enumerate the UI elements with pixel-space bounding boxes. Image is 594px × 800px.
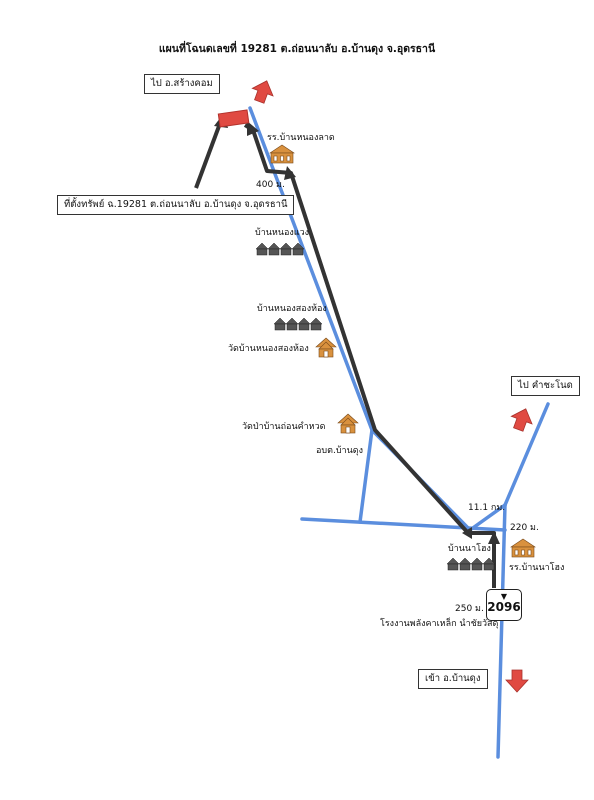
destination-box-kham-cha-ai: ไป คำชะโนด xyxy=(511,376,580,396)
label-village-nong-song-hong: บ้านหนองสองห้อง xyxy=(257,304,327,314)
route-number: 2096 xyxy=(487,600,521,614)
property-marker-icon xyxy=(217,109,250,128)
road-branch-1 xyxy=(358,428,374,524)
label-distance-250m: 250 ม. xyxy=(455,604,484,614)
arrow-icon xyxy=(510,408,533,432)
map-title: แผนที่โฉนดเลขที่ 19281 ต.ถ่อนนาลับ อ.บ้า… xyxy=(158,43,436,55)
shield-emblem-icon: ▼ xyxy=(500,592,508,601)
destination-box-sawang-khom: ไป อ.สร้างคอม xyxy=(144,74,220,94)
school-icon xyxy=(510,538,536,558)
temple-icon xyxy=(315,337,337,358)
label-factory: โรงงานพลังคาเหล็ก นำชัยวัสดุ xyxy=(380,619,499,629)
property-location-box: ที่ตั้งทรัพย์ ฉ.19281 ต.ถ่อนนาลับ อ.บ้าน… xyxy=(57,195,295,215)
label-school-na-hong: รร.บ้านนาโฮง xyxy=(509,563,565,573)
arrow-icon xyxy=(247,121,259,136)
arrow-icon xyxy=(462,527,472,539)
arrow-icon xyxy=(251,80,274,104)
label-distance-220m: 220 ม. xyxy=(510,523,539,533)
label-village-nong-waeng: บ้านหนองแวง xyxy=(255,228,310,238)
temple-icon xyxy=(337,413,359,434)
destination-box-ban-dung: เข้า อ.บ้านดุง xyxy=(418,669,488,689)
label-temple-nong-song-hong: วัดบ้านหนองสองห้อง xyxy=(228,344,309,354)
arrow-icon xyxy=(284,166,296,180)
direction-arrows xyxy=(251,80,533,693)
label-distance-400m: 400 ม. xyxy=(256,180,285,190)
school-icon xyxy=(269,144,295,164)
arrow-icon xyxy=(488,531,500,544)
label-temple-thon-kham-huat: วัดป่าบ้านถ่อนคำหวด xyxy=(242,422,326,432)
road-branch-2 xyxy=(468,503,507,532)
route-arrowheads xyxy=(214,113,500,544)
label-tambon-office: อบต.บ้านดุง xyxy=(316,446,363,456)
road-to-kham-cha-ai xyxy=(503,402,550,507)
arrow-icon xyxy=(505,669,529,693)
label-distance-11-1km: 11.1 กม. xyxy=(468,503,506,513)
village-icon xyxy=(273,317,323,331)
route-shield-icon: ▼ 2096 xyxy=(486,589,522,621)
road-north-south xyxy=(496,503,507,759)
label-school-nong-lat: รร.บ้านหนองลาด xyxy=(267,133,335,143)
route-path xyxy=(194,117,496,588)
village-icon xyxy=(446,557,496,571)
label-village-na-hong: บ้านนาโฮง xyxy=(448,544,491,554)
village-icon xyxy=(255,242,305,256)
